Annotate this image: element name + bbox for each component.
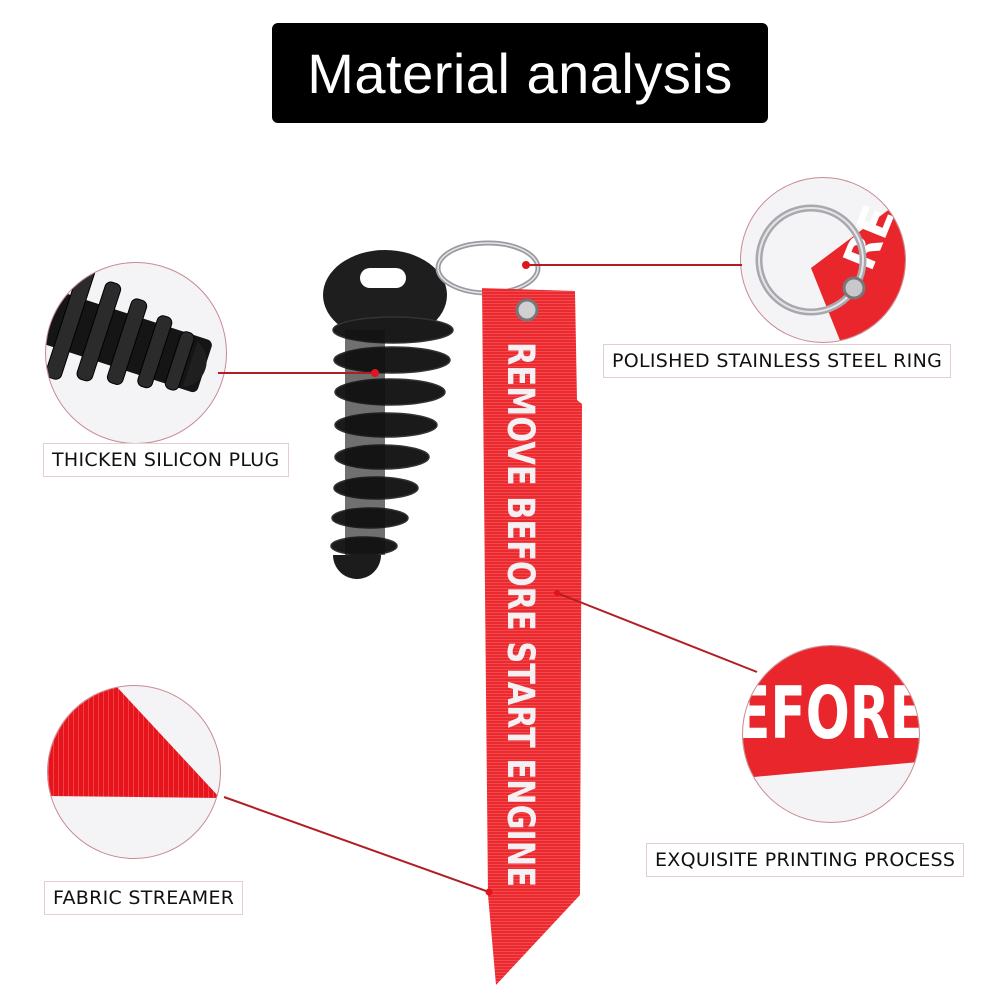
plug-closeup-icon bbox=[46, 264, 212, 393]
leader-lines bbox=[218, 264, 758, 893]
callout-text: POLISHED STAINLESS STEEL RING bbox=[612, 350, 943, 372]
leader-dots bbox=[371, 261, 560, 896]
printing-detail-circle: EFORE bbox=[742, 645, 920, 823]
callout-text: FABRIC STREAMER bbox=[53, 887, 235, 909]
page-title-banner: Material analysis bbox=[272, 23, 768, 123]
ring-closeup-icon: RE bbox=[755, 199, 905, 342]
steel-ring-icon bbox=[435, 240, 541, 296]
fabric-closeup-icon bbox=[48, 686, 220, 798]
callout-text: THICKEN SILICON PLUG bbox=[52, 449, 280, 471]
fabric-detail-circle bbox=[47, 685, 221, 859]
callout-label-plug: THICKEN SILICON PLUG bbox=[43, 443, 289, 477]
callout-text: EXQUISITE PRINTING PROCESS bbox=[655, 849, 956, 871]
ring-detail-circle: RE bbox=[740, 177, 906, 343]
callout-label-streamer: FABRIC STREAMER bbox=[44, 881, 244, 915]
plug-detail-circle bbox=[45, 262, 227, 444]
svg-text:EFORE: EFORE bbox=[743, 671, 919, 755]
callout-label-ring: POLISHED STAINLESS STEEL RING bbox=[603, 344, 952, 378]
page-title: Material analysis bbox=[307, 41, 733, 105]
streamer-text: REMOVE BEFORE START ENGINE bbox=[499, 342, 542, 887]
callout-label-printing: EXQUISITE PRINTING PROCESS bbox=[646, 843, 965, 877]
silicon-plug-icon bbox=[323, 250, 454, 579]
fabric-streamer: REMOVE BEFORE START ENGINE bbox=[482, 288, 582, 985]
printing-closeup-icon: EFORE bbox=[743, 646, 919, 778]
